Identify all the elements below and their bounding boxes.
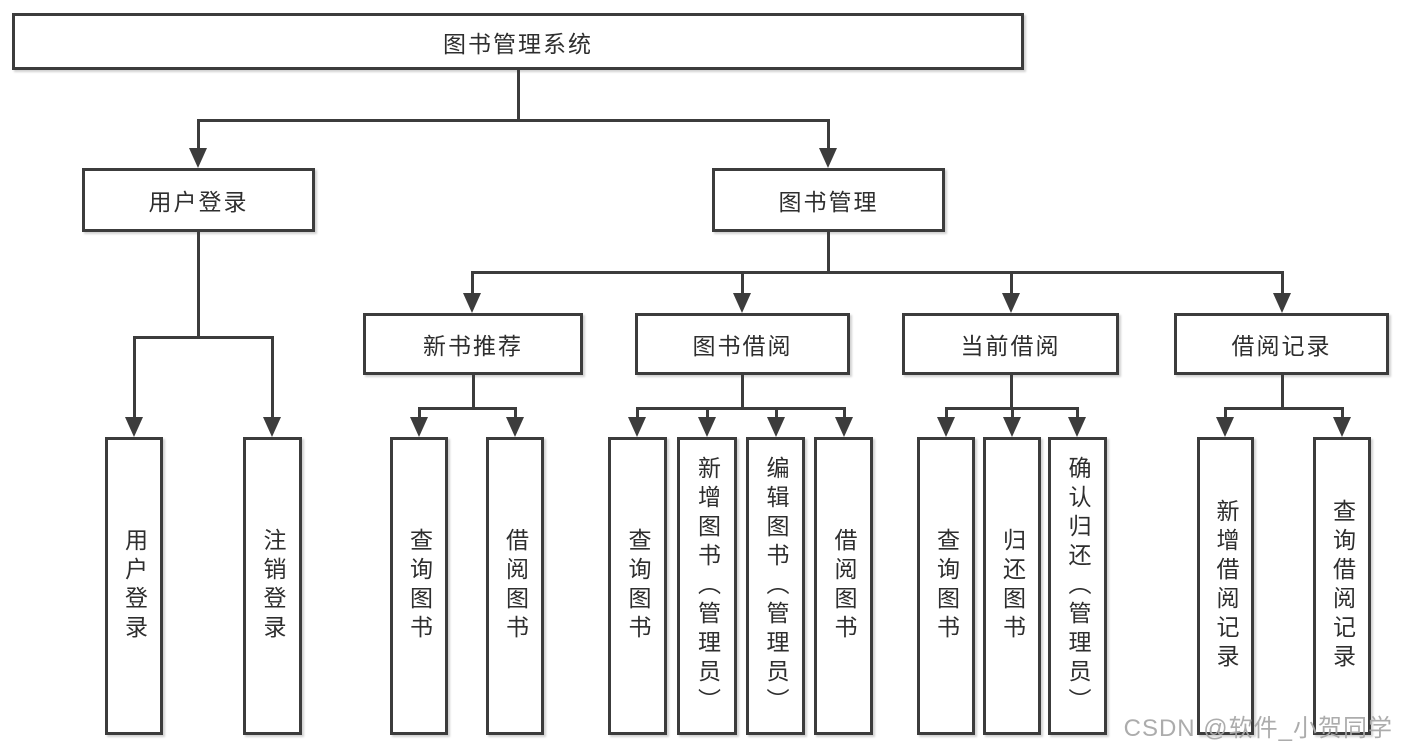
arrow-down-icon — [1068, 417, 1086, 437]
arrow-down-icon — [628, 417, 646, 437]
leaf-current-confirm-return-admin-label: 确认归还（管理员） — [1065, 455, 1091, 717]
leaf-records-query-record-label: 查询借阅记录 — [1329, 499, 1356, 673]
connector-line — [1224, 407, 1227, 419]
connector-line — [706, 407, 709, 419]
leaf-newbooks-borrow-books: 借阅图书 — [486, 437, 544, 735]
leaf-user-login-label: 用户登录 — [121, 528, 148, 644]
connector-line — [843, 407, 846, 419]
arrow-down-icon — [733, 293, 751, 313]
connector-line — [1341, 407, 1344, 419]
node-root-label: 图书管理系统 — [443, 30, 593, 57]
leaf-logout-label: 注销登录 — [260, 528, 286, 644]
leaf-records-query-record: 查询借阅记录 — [1313, 437, 1371, 735]
arrow-down-icon — [1273, 293, 1291, 313]
connector-line — [197, 119, 830, 122]
connector-line — [133, 336, 136, 420]
connector-line — [514, 407, 517, 419]
arrow-down-icon — [1002, 293, 1020, 313]
arrow-down-icon — [463, 293, 481, 313]
connector-line — [1010, 271, 1013, 296]
node-book-management: 图书管理 — [712, 168, 945, 232]
arrow-down-icon — [1333, 417, 1351, 437]
leaf-current-query-books-label: 查询图书 — [933, 528, 960, 644]
node-user-login-label: 用户登录 — [148, 189, 249, 215]
arrow-down-icon — [263, 417, 281, 437]
node-borrow-records-label: 借阅记录 — [1231, 333, 1332, 359]
connector-line — [636, 407, 845, 410]
arrow-down-icon — [819, 148, 837, 168]
connector-line — [471, 271, 1283, 274]
arrow-down-icon — [698, 417, 716, 437]
leaf-borrow-query-books-label: 查询图书 — [625, 528, 651, 644]
arrow-down-icon — [1216, 417, 1234, 437]
leaf-newbooks-query-books-label: 查询图书 — [406, 528, 433, 644]
connector-line — [741, 373, 744, 410]
leaf-current-confirm-return-admin: 确认归还（管理员） — [1048, 437, 1107, 735]
node-current-borrow: 当前借阅 — [902, 313, 1119, 375]
arrow-down-icon — [1003, 417, 1021, 437]
arrow-down-icon — [767, 417, 785, 437]
leaf-current-query-books: 查询图书 — [917, 437, 975, 735]
connector-line — [133, 336, 273, 339]
connector-line — [418, 407, 516, 410]
node-new-book-recommend-label: 新书推荐 — [423, 333, 523, 359]
leaf-borrow-edit-books-admin-label: 编辑图书（管理员） — [763, 455, 789, 717]
node-book-borrow-label: 图书借阅 — [692, 333, 793, 359]
connector-line — [1224, 407, 1343, 410]
arrow-down-icon — [937, 417, 955, 437]
leaf-borrow-add-books-admin-label: 新增图书（管理员） — [694, 455, 721, 717]
leaf-records-add-record-label: 新增借阅记录 — [1213, 499, 1239, 673]
arrow-down-icon — [835, 417, 853, 437]
node-new-book-recommend: 新书推荐 — [363, 313, 583, 375]
leaf-logout: 注销登录 — [243, 437, 302, 735]
leaf-newbooks-borrow-books-label: 借阅图书 — [502, 528, 529, 644]
connector-line — [827, 119, 830, 152]
leaf-borrow-borrow-books-label: 借阅图书 — [831, 528, 857, 644]
leaf-borrow-add-books-admin: 新增图书（管理员） — [677, 437, 737, 735]
connector-line — [471, 271, 474, 296]
leaf-current-return-books: 归还图书 — [983, 437, 1041, 735]
arrow-down-icon — [189, 148, 207, 168]
leaf-borrow-query-books: 查询图书 — [608, 437, 667, 735]
connector-line — [1281, 271, 1284, 296]
connector-line — [197, 119, 200, 152]
leaf-records-add-record: 新增借阅记录 — [1197, 437, 1254, 735]
connector-line — [517, 70, 520, 121]
node-borrow-records: 借阅记录 — [1174, 313, 1389, 375]
connector-line — [775, 407, 778, 419]
connector-line — [636, 407, 639, 419]
connector-line — [827, 230, 830, 274]
connector-line — [945, 407, 948, 419]
connector-line — [741, 271, 744, 296]
arrow-down-icon — [125, 417, 143, 437]
connector-line — [197, 230, 200, 338]
connector-line — [472, 373, 475, 410]
node-user-login: 用户登录 — [82, 168, 315, 232]
leaf-borrow-edit-books-admin: 编辑图书（管理员） — [746, 437, 805, 735]
node-book-borrow: 图书借阅 — [635, 313, 850, 375]
arrow-down-icon — [506, 417, 524, 437]
leaf-current-return-books-label: 归还图书 — [999, 528, 1026, 644]
arrow-down-icon — [410, 417, 428, 437]
node-current-borrow-label: 当前借阅 — [960, 333, 1061, 359]
connector-line — [1281, 373, 1284, 410]
connector-line — [418, 407, 421, 419]
connector-line — [1010, 373, 1013, 410]
connector-line — [1076, 407, 1079, 419]
connector-line — [1011, 407, 1014, 419]
connector-line — [271, 336, 274, 420]
csdn-watermark: CSDN @软件_小贺同学 — [1123, 715, 1393, 742]
node-book-management-label: 图书管理 — [778, 189, 879, 215]
node-root: 图书管理系统 — [12, 13, 1024, 70]
leaf-borrow-borrow-books: 借阅图书 — [814, 437, 873, 735]
leaf-newbooks-query-books: 查询图书 — [390, 437, 448, 735]
leaf-user-login: 用户登录 — [105, 437, 163, 735]
